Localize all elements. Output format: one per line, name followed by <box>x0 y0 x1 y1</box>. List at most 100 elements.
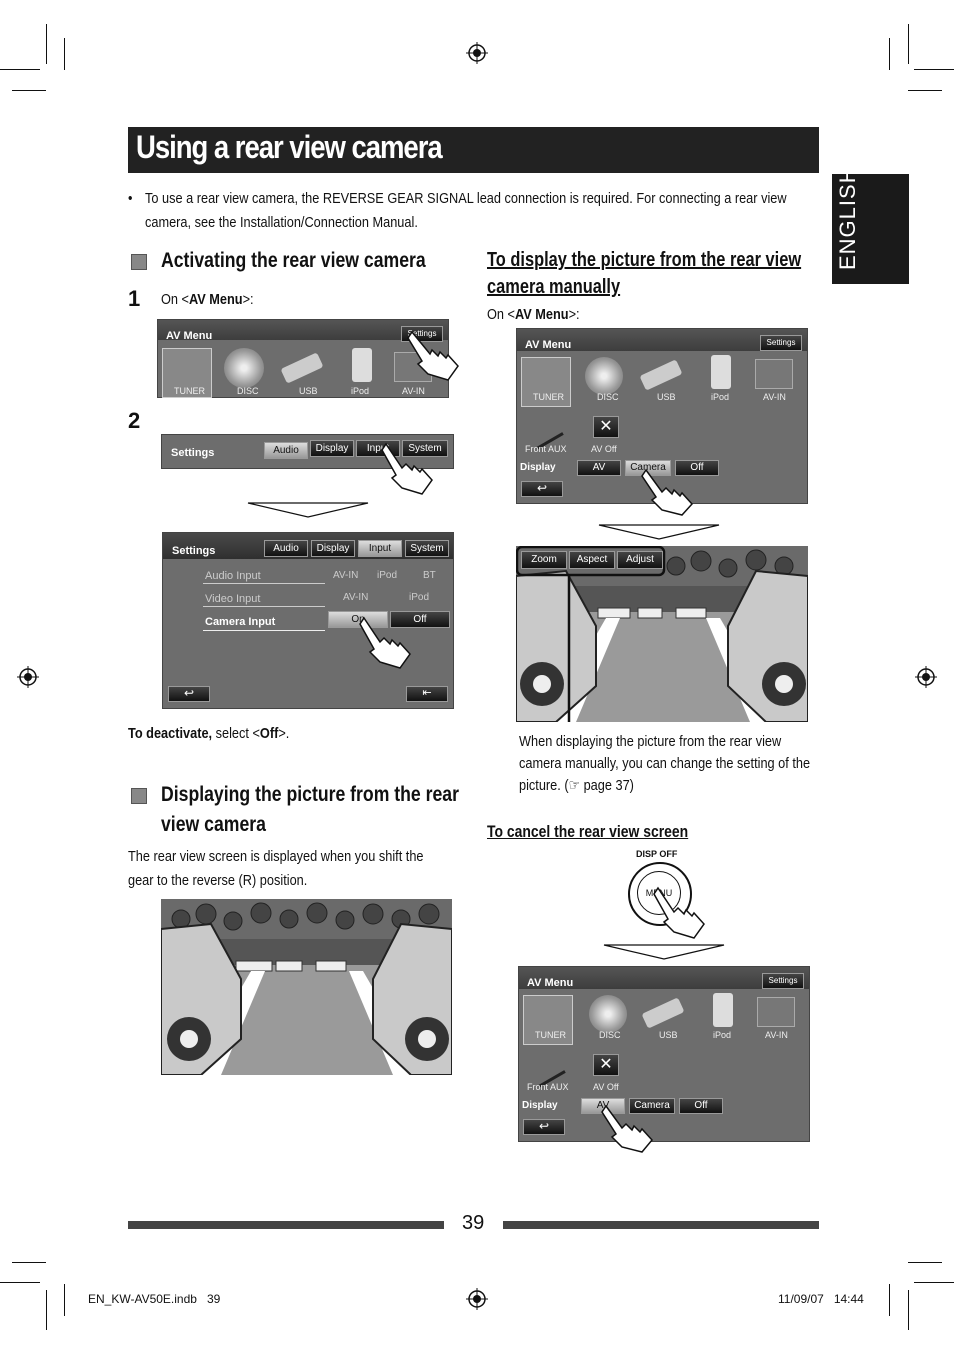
tuner-label: TUNER <box>535 1030 566 1040</box>
camera-input-label: Camera Input <box>205 616 276 628</box>
usb-icon[interactable] <box>639 359 683 391</box>
down-arrow-icon <box>598 524 720 540</box>
ipod-icon[interactable] <box>713 993 733 1027</box>
audio-input-label: Audio Input <box>205 570 261 582</box>
tuner-icon[interactable] <box>523 995 573 1045</box>
display-av-button[interactable]: AV <box>577 460 621 476</box>
display-off-button[interactable]: Off <box>675 460 719 476</box>
title-bar <box>128 127 819 173</box>
tab-system[interactable]: System <box>402 440 448 457</box>
crop-mark <box>908 24 909 64</box>
disc-icon[interactable] <box>589 995 627 1033</box>
av-in-label: AV-IN <box>402 386 425 396</box>
crop-mark <box>914 69 954 70</box>
av-off-button[interactable]: ✕ <box>593 416 619 438</box>
tab-display[interactable]: Display <box>311 540 355 557</box>
crop-mark <box>46 1290 47 1330</box>
note-line-3: picture. (☞ page 37) <box>519 777 634 794</box>
av-in-icon[interactable] <box>757 997 795 1027</box>
back-button[interactable]: ↩ <box>521 481 563 497</box>
display-off-button[interactable]: Off <box>679 1098 723 1114</box>
note-line-1: When displaying the picture from the rea… <box>519 733 782 750</box>
crop-mark <box>908 90 942 91</box>
ipod-icon[interactable] <box>711 355 731 389</box>
tab-display[interactable]: Display <box>310 440 354 457</box>
hand-pointer-icon <box>359 616 411 669</box>
crop-mark <box>64 38 65 70</box>
section-title-displaying-1: Displaying the picture from the rear <box>161 783 459 806</box>
zoom-button[interactable]: Zoom <box>521 551 567 569</box>
hand-pointer-icon <box>653 886 705 939</box>
crop-mark <box>64 1284 65 1316</box>
down-arrow-icon <box>247 502 369 518</box>
display-label: Display <box>522 1100 558 1111</box>
manual-title-2: camera manually <box>487 276 621 298</box>
intro-line-1: To use a rear view camera, the REVERSE G… <box>145 190 787 207</box>
disc-icon[interactable] <box>224 348 264 388</box>
rear-camera-view-image <box>516 546 808 722</box>
ipod-icon[interactable] <box>352 348 372 382</box>
video-opt[interactable]: iPod <box>409 592 430 603</box>
camera-off-button[interactable]: Off <box>390 611 450 628</box>
deactivate-text: To deactivate, select <Off>. <box>128 725 290 742</box>
footer-rule <box>128 1221 444 1229</box>
tab-audio[interactable]: Audio <box>264 442 308 459</box>
crop-mark <box>908 1290 909 1330</box>
av-menu-title: AV Menu <box>166 330 213 342</box>
video-opt[interactable]: AV-IN <box>343 592 369 603</box>
disc-icon[interactable] <box>585 357 623 395</box>
tab-audio[interactable]: Audio <box>264 540 308 557</box>
cancel-title: To cancel the rear view screen <box>487 822 689 841</box>
step-number: 1 <box>128 286 141 311</box>
audio-opt[interactable]: iPod <box>377 570 398 581</box>
tab-input[interactable]: Input <box>358 540 402 557</box>
hand-pointer-icon <box>641 468 694 516</box>
crop-mark <box>908 1262 942 1263</box>
footer-timestamp: 11/09/07 14:44 <box>778 1292 864 1306</box>
audio-opt[interactable]: AV-IN <box>333 570 359 581</box>
tuner-icon[interactable] <box>162 348 212 398</box>
video-input-label: Video Input <box>205 593 261 605</box>
crop-mark <box>889 1284 890 1316</box>
footer-file-name: EN_KW-AV50E.indb 39 <box>88 1292 221 1306</box>
section-title-activating: Activating the rear view camera <box>161 249 426 272</box>
crop-mark <box>0 69 40 70</box>
aspect-button[interactable]: Aspect <box>569 551 615 569</box>
settings-button[interactable]: Settings <box>760 335 802 351</box>
settings-title: Settings <box>171 447 215 459</box>
usb-icon[interactable] <box>641 997 685 1029</box>
settings-title: Settings <box>172 545 216 557</box>
section2-body-2: gear to the reverse (R) position. <box>128 872 308 889</box>
usb-label: USB <box>659 1030 678 1040</box>
camera-on-button[interactable]: On <box>328 611 388 628</box>
tab-system[interactable]: System <box>405 540 449 557</box>
exit-button[interactable]: ⇤ <box>406 686 448 702</box>
audio-opt[interactable]: BT <box>423 570 436 581</box>
usb-icon[interactable] <box>280 352 324 384</box>
front-aux-label: Front AUX <box>525 444 567 454</box>
back-button[interactable]: ↩ <box>168 686 210 702</box>
intro-bullet: • <box>128 190 133 207</box>
registration-mark-icon <box>17 666 39 688</box>
av-menu-title: AV Menu <box>525 339 572 351</box>
back-button[interactable]: ↩ <box>523 1119 565 1135</box>
front-aux-label: Front AUX <box>527 1082 569 1092</box>
usb-label: USB <box>657 392 676 402</box>
av-menu-screen-2: AV Menu Settings TUNER DISC USB iPod AV-… <box>516 328 808 504</box>
av-off-label: AV Off <box>591 444 617 454</box>
adjust-button[interactable]: Adjust <box>617 551 663 569</box>
disc-label: DISC <box>599 1030 621 1040</box>
av-in-icon[interactable] <box>755 359 793 389</box>
manual-title-1: To display the picture from the rear vie… <box>487 249 802 271</box>
settings-button[interactable]: Settings <box>762 973 804 989</box>
ipod-label: iPod <box>713 1030 732 1040</box>
section-marker <box>131 788 147 804</box>
av-off-button[interactable]: ✕ <box>593 1054 619 1076</box>
down-arrow-icon <box>603 944 725 960</box>
av-off-label: AV Off <box>593 1082 619 1092</box>
crop-mark <box>889 38 890 70</box>
tuner-icon[interactable] <box>521 357 571 407</box>
disc-label: DISC <box>597 392 619 402</box>
av-in-label: AV-IN <box>763 392 786 402</box>
display-camera-button[interactable]: Camera <box>629 1098 675 1114</box>
